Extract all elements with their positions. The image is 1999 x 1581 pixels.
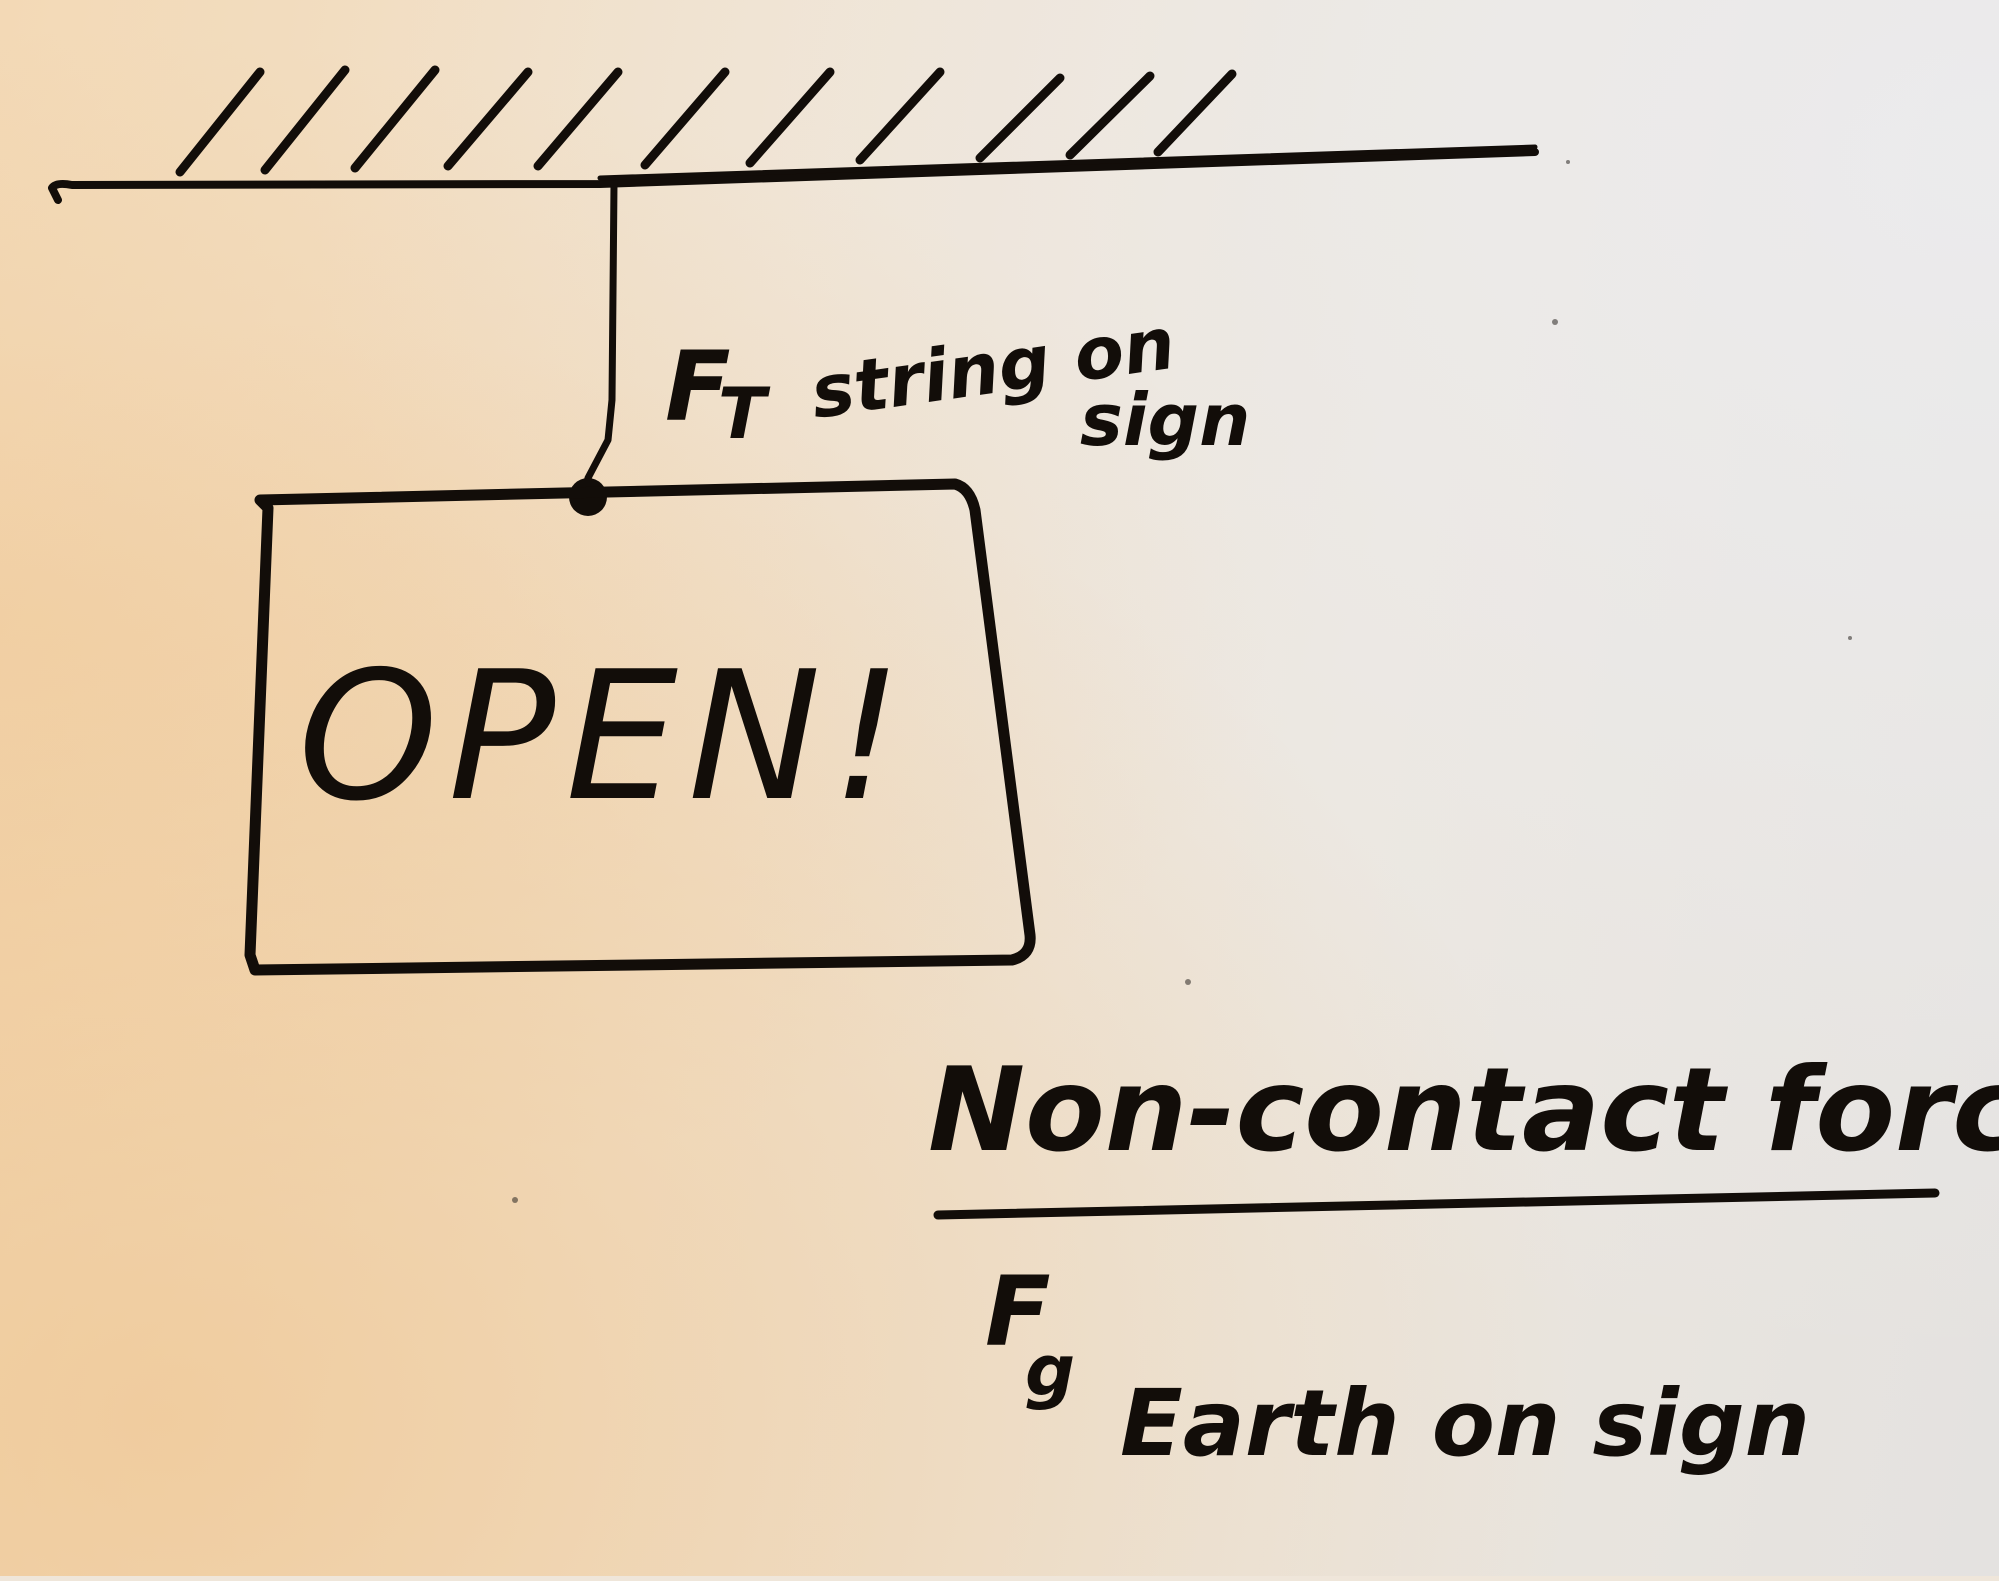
sign-text: OPEN!	[298, 633, 912, 840]
tension-force-subscript: T	[718, 373, 771, 455]
ceiling-line	[48, 148, 1539, 204]
noncontact-heading: Non-contact forces	[928, 1043, 1999, 1178]
tension-force-description-line2: sign	[1080, 378, 1250, 462]
noncontact-section: Non-contact forces F g Earth on sign	[928, 1043, 1999, 1477]
string	[582, 180, 618, 494]
tension-force-label: F T string on sign	[665, 301, 1250, 462]
ceiling	[48, 65, 1539, 204]
ceiling-hatching	[175, 65, 1237, 177]
gravity-force-subscript: g	[1025, 1330, 1075, 1412]
gravity-force-symbol: F	[985, 1256, 1051, 1368]
tension-force-symbol: F	[665, 331, 731, 443]
board-specks	[512, 160, 1852, 1203]
sign-outline	[244, 478, 1036, 976]
heading-underline	[933, 1188, 1940, 1220]
ceiling-line-double	[597, 144, 1538, 181]
gravity-force-description: Earth on sign	[1120, 1370, 1810, 1477]
